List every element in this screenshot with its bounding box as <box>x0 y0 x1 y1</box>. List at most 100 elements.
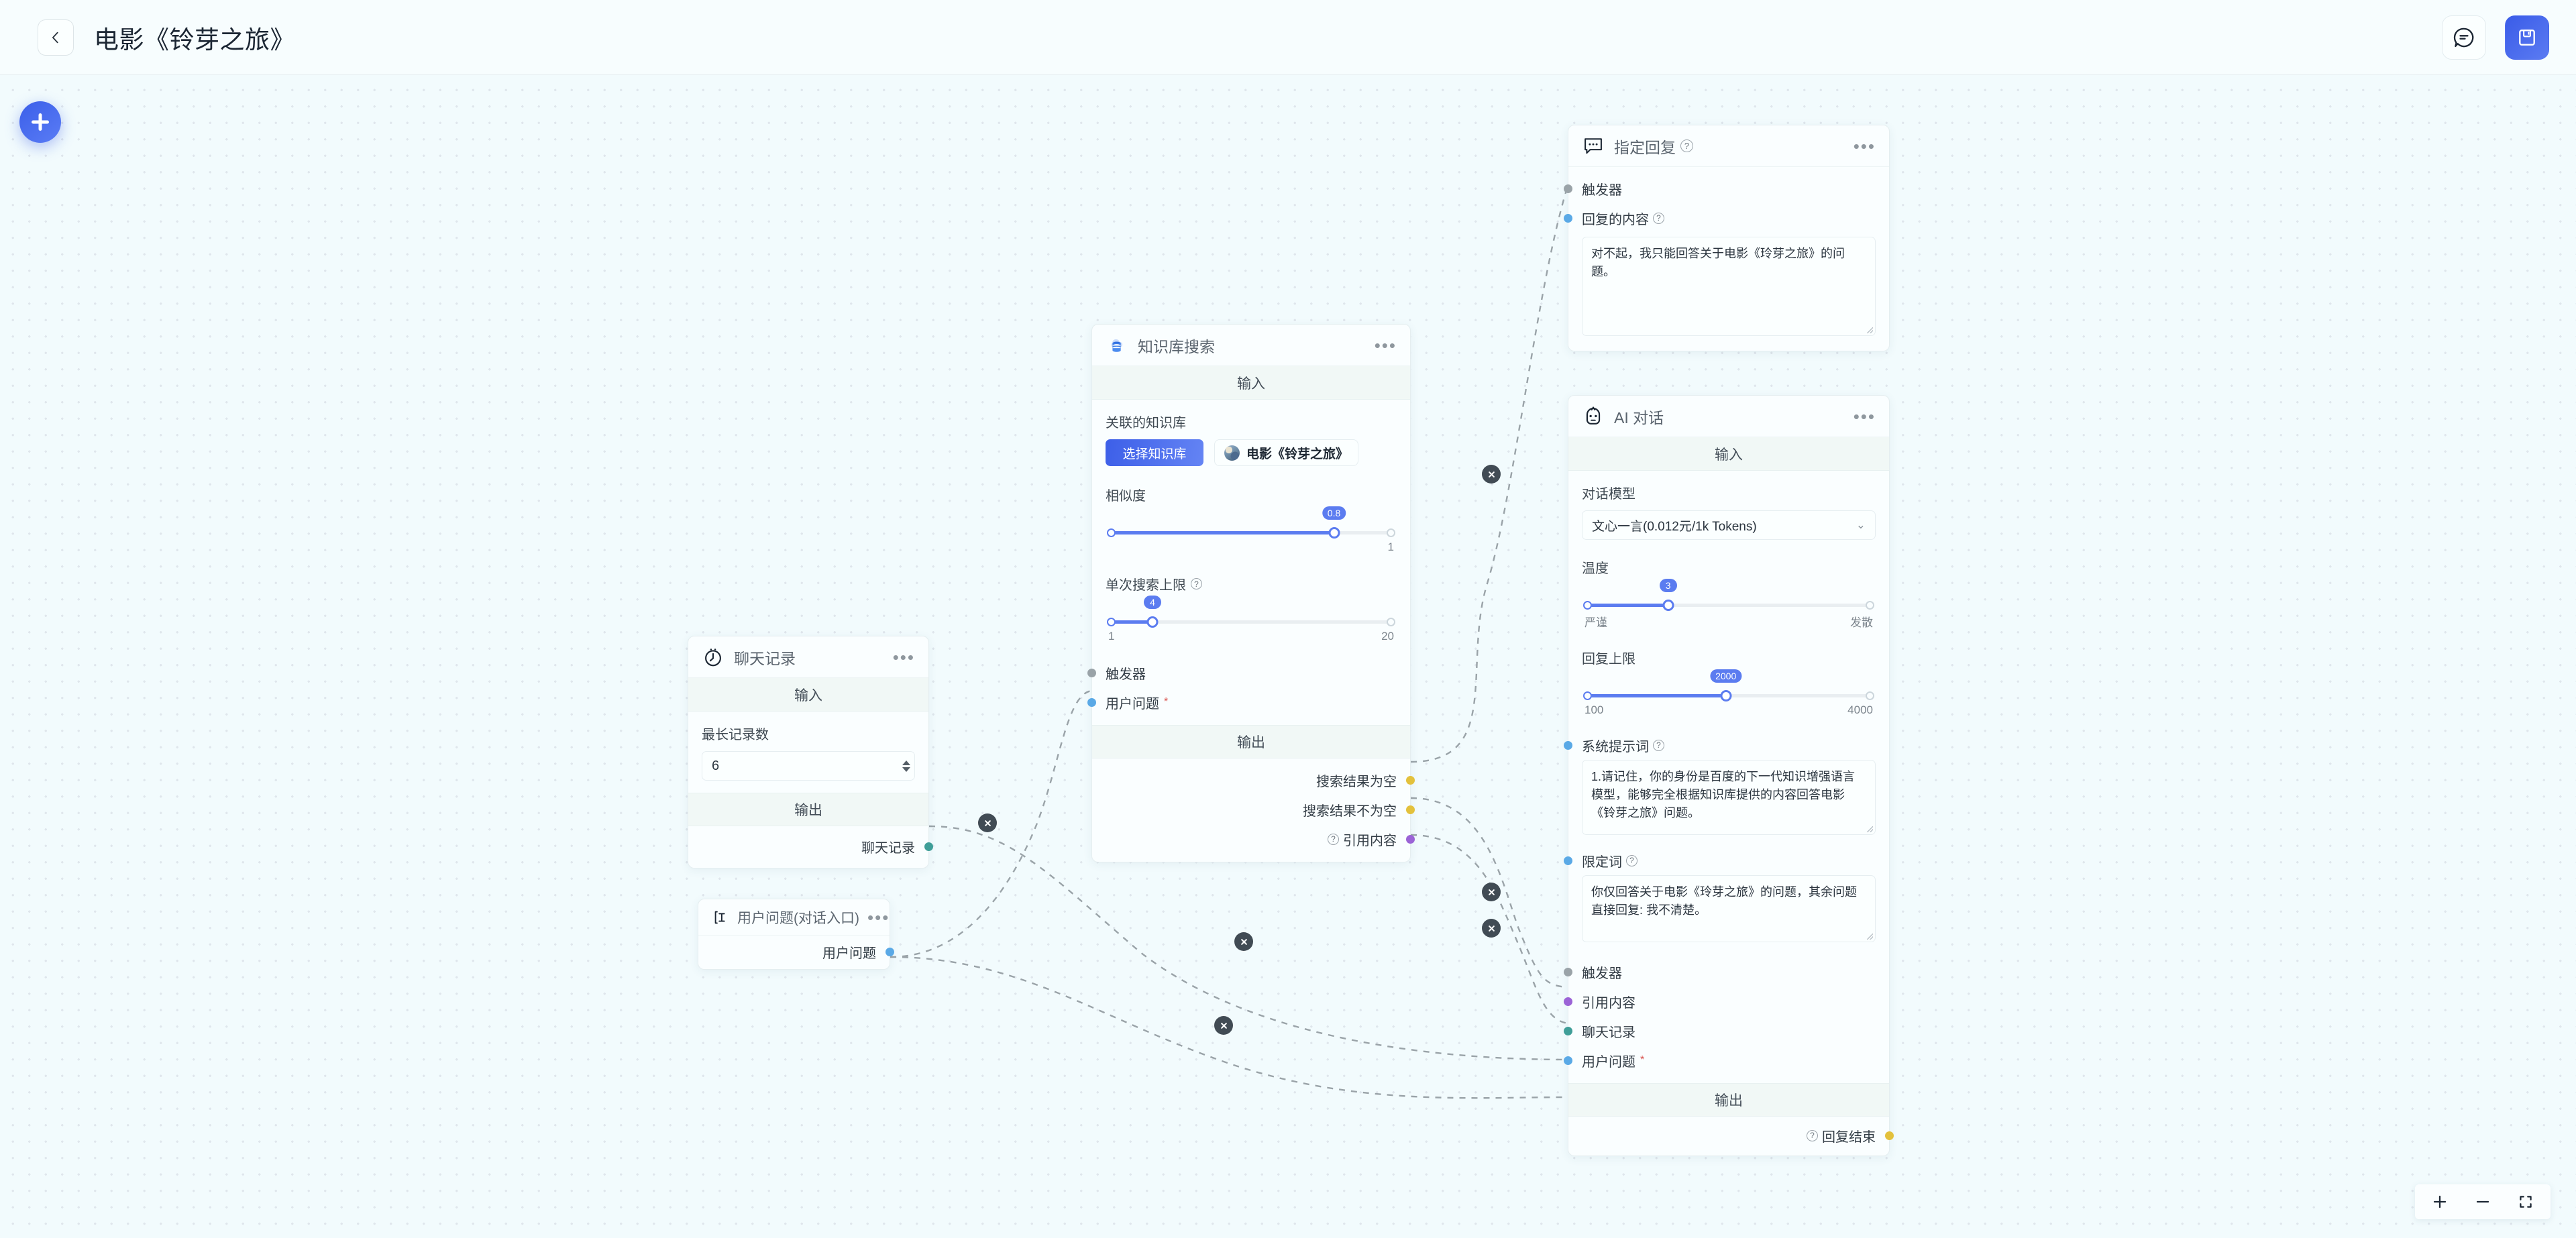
port-reply-end[interactable]: ? 回复结束 <box>1582 1121 1894 1150</box>
port-result-empty[interactable]: 搜索结果为空 <box>1106 765 1415 795</box>
node-output-ports: ? 回复结束 <box>1568 1117 1894 1156</box>
edge-delete-button[interactable] <box>1482 919 1501 938</box>
port-label: 聊天记录 <box>861 840 915 856</box>
node-menu-button[interactable]: ••• <box>892 646 915 667</box>
help-icon[interactable]: ? <box>1680 139 1693 152</box>
port-dot[interactable] <box>1564 997 1572 1006</box>
help-icon[interactable]: ? <box>1626 854 1638 866</box>
port-dot[interactable] <box>1406 775 1415 785</box>
port-dot[interactable] <box>1564 740 1572 750</box>
slider-start-handle <box>1107 618 1116 626</box>
port-dot[interactable] <box>924 842 933 851</box>
node-menu-button[interactable]: ••• <box>867 907 890 927</box>
port-dot[interactable] <box>1406 805 1415 814</box>
port-dot[interactable] <box>885 947 894 956</box>
slider-start-handle <box>1583 691 1592 700</box>
comment-button[interactable] <box>2442 15 2486 60</box>
floppy-save-icon <box>2519 29 2535 46</box>
port-user-question[interactable]: 用户问题* <box>1564 1046 1876 1075</box>
kb-avatar <box>1224 445 1240 461</box>
slider-max-label: 4000 <box>1847 704 1873 716</box>
port-label: 聊天记录 <box>1582 1025 1635 1040</box>
port-system-prompt[interactable]: 系统提示词 ? <box>1564 730 1889 760</box>
port-trigger[interactable]: 触发器 <box>1087 658 1397 687</box>
max-records-stepper[interactable]: 6 <box>702 751 915 781</box>
port-dot[interactable] <box>1885 1131 1894 1140</box>
output-section-label: 输出 <box>1092 725 1410 758</box>
help-icon[interactable]: ? <box>1328 833 1339 845</box>
node-menu-button[interactable]: ••• <box>1374 335 1397 355</box>
slider-range-labels: 1 <box>1108 541 1394 554</box>
port-trigger[interactable]: 触发器 <box>1564 174 1876 203</box>
port-trigger[interactable]: 触发器 <box>1564 957 1876 987</box>
zoom-in-button[interactable] <box>2430 1192 2450 1212</box>
node-kb-search[interactable]: 知识库搜索 ••• 输入 关联的知识库 选择知识库 电影《铃芽之旅》 相似度 0… <box>1087 324 1415 862</box>
max-records-value[interactable]: 6 <box>712 758 720 773</box>
node-user-question[interactable]: 用户问题(对话入口) ••• 用户问题 <box>698 899 894 970</box>
select-knowledge-base-button[interactable]: 选择知识库 <box>1106 439 1203 466</box>
node-title: 知识库搜索 <box>1138 337 1215 355</box>
reply-limit-slider[interactable]: 2000 100 4000 <box>1583 669 1874 716</box>
input-section-label: 输入 <box>1568 437 1889 471</box>
port-dot[interactable] <box>1564 213 1572 223</box>
stepper-up-icon[interactable] <box>902 760 910 765</box>
similarity-slider[interactable]: 0.8 1 <box>1107 506 1395 554</box>
stepper-down-icon[interactable] <box>902 767 910 772</box>
port-dot[interactable] <box>1564 1056 1572 1065</box>
help-icon[interactable]: ? <box>1653 212 1664 224</box>
slider-knob[interactable] <box>1328 527 1340 539</box>
model-select[interactable]: 文心一言(0.012元/1k Tokens) ⌄ <box>1582 510 1876 540</box>
port-dot[interactable] <box>1564 856 1572 865</box>
system-prompt-textarea[interactable]: 1.请记住，你的身份是百度的下一代知识增强语言模型，能够完全根据知识库提供的内容… <box>1582 760 1876 835</box>
edge-delete-button[interactable] <box>1234 932 1253 951</box>
node-designated-reply[interactable]: 指定回复 ? ••• 触发器 回复的内容 ? 对不起，我只能回答关于电影《玲芽之… <box>1564 125 1890 351</box>
add-node-button[interactable] <box>19 101 61 143</box>
port-dot[interactable] <box>1087 668 1096 677</box>
fit-screen-icon <box>2520 1196 2532 1208</box>
edge-delete-button[interactable] <box>978 813 997 832</box>
page-title: 电影《铃芽之旅》 <box>94 25 295 54</box>
port-limit-word[interactable]: 限定词 ? <box>1564 846 1889 875</box>
save-button[interactable] <box>2505 15 2549 60</box>
edge-delete-button[interactable] <box>1214 1016 1233 1035</box>
port-chat-history-out[interactable]: 聊天记录 <box>702 832 933 861</box>
knowledge-base-chip[interactable]: 电影《铃芽之旅》 <box>1214 439 1359 466</box>
port-user-question-out[interactable]: 用户问题 <box>712 938 894 965</box>
node-chat-history[interactable]: 聊天记录 ••• 输入 最长记录数 6 输出 聊天记录 <box>688 636 933 868</box>
stepper-arrows[interactable] <box>902 760 910 772</box>
port-dot[interactable] <box>1087 697 1096 707</box>
port-dot[interactable] <box>1564 967 1572 976</box>
edge-delete-button[interactable] <box>1482 883 1501 901</box>
ai-settings: 对话模型 文心一言(0.012元/1k Tokens) ⌄ 温度 3 严谨 发散… <box>1568 471 1889 722</box>
database-cloud-icon <box>1106 334 1128 357</box>
port-result-not-empty[interactable]: 搜索结果不为空 <box>1106 795 1415 824</box>
reply-content-textarea[interactable]: 对不起，我只能回答关于电影《玲芽之旅》的问题。 <box>1582 237 1876 336</box>
input-section-label: 输入 <box>1092 366 1410 400</box>
slider-knob[interactable] <box>1720 690 1732 701</box>
port-user-question[interactable]: 用户问题* <box>1087 687 1397 717</box>
node-menu-button[interactable]: ••• <box>1853 135 1876 156</box>
port-citation[interactable]: 引用内容 <box>1564 987 1876 1016</box>
node-menu-button[interactable]: ••• <box>1853 406 1876 427</box>
help-icon[interactable]: ? <box>1191 578 1202 589</box>
port-dot[interactable] <box>1564 184 1572 193</box>
node-header: 聊天记录 ••• <box>688 636 928 678</box>
search-limit-slider[interactable]: 4 1 20 <box>1107 596 1395 642</box>
slider-max-label: 发散 <box>1850 616 1873 629</box>
help-icon[interactable]: ? <box>1653 739 1664 751</box>
port-citation[interactable]: ? 引用内容 <box>1106 824 1415 854</box>
port-reply-content[interactable]: 回复的内容 ? <box>1564 203 1876 233</box>
zoom-out-button[interactable] <box>2473 1192 2493 1212</box>
limit-word-textarea[interactable]: 你仅回答关于电影《玲芽之旅》的问题，其余问题直接回复: 我不清楚。 <box>1582 875 1876 942</box>
temperature-slider[interactable]: 3 严谨 发散 <box>1583 579 1874 629</box>
help-icon[interactable]: ? <box>1807 1129 1818 1141</box>
back-button[interactable] <box>38 19 74 56</box>
port-dot[interactable] <box>1406 834 1415 844</box>
port-dot[interactable] <box>1564 1026 1572 1035</box>
fit-screen-button[interactable] <box>2516 1192 2536 1212</box>
node-ai-chat[interactable]: AI 对话 ••• 输入 对话模型 文心一言(0.012元/1k Tokens)… <box>1564 395 1894 1156</box>
slider-knob[interactable] <box>1146 616 1159 628</box>
edge-delete-button[interactable] <box>1482 465 1501 484</box>
slider-knob[interactable] <box>1662 600 1674 611</box>
port-chat-history[interactable]: 聊天记录 <box>1564 1016 1876 1046</box>
